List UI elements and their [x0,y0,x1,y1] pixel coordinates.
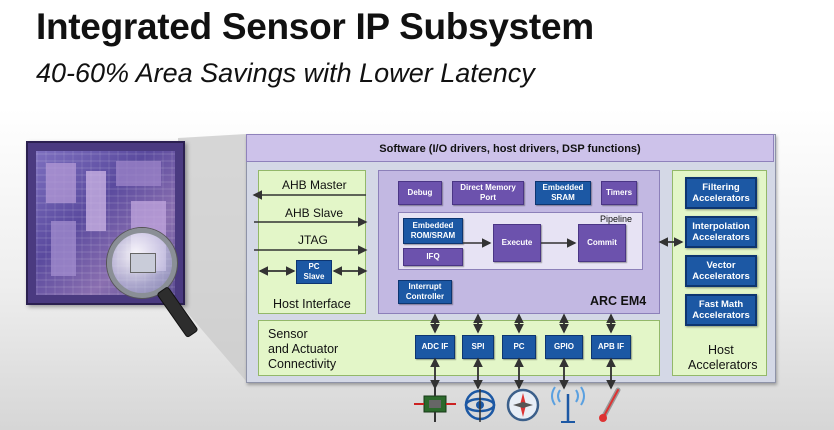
slide-title: Integrated Sensor IP Subsystem [36,6,594,47]
slide-subtitle: 40-60% Area Savings with Lower Latency [36,58,535,88]
circuit-sensor-icon [414,388,456,422]
debug-block: Debug [398,181,442,205]
direct-memory-port-block: Direct Memory Port [452,181,524,205]
spi-block: SPI [462,335,494,359]
pipeline-label: Pipeline [600,214,633,224]
apb-if-block: APB IF [591,335,631,359]
jtag-label: JTAG [298,233,328,247]
pc-slave-block: PC Slave [296,260,332,284]
host-interface-panel [258,170,366,314]
software-bar: Software (I/O drivers, host drivers, DSP… [246,134,774,162]
ahb-slave-label: AHB Slave [285,206,344,220]
gyroscope-icon [464,389,496,422]
embedded-rom-block: Embedded ROM/SRAM [403,218,463,244]
execute-block: Execute [493,224,541,262]
magnified-block [130,253,156,273]
adc-if-block: ADC IF [415,335,455,359]
sensor-icons-row [414,386,621,423]
commit-block: Commit [578,224,626,262]
host-interface-label: Host Interface [273,297,351,311]
ifq-block: IFQ [403,248,463,266]
interrupt-controller-block: Interrupt Controller [398,280,452,304]
interpolation-accelerators-block: Interpolation Accelerators [685,216,757,248]
sensor-label: Sensor [268,327,308,341]
fast-math-accelerators-block: Fast Math Accelerators [685,294,757,326]
ahb-master-label: AHB Master [282,178,347,192]
embedded-sram-block: Embedded SRAM [535,181,591,205]
antenna-icon [551,386,585,423]
thermometer-icon [599,387,621,422]
arc-em4-label: ARC EM4 [590,294,647,308]
timers-block: Timers [601,181,637,205]
accelerators-label: Accelerators [688,358,758,372]
connectivity-label: Connectivity [268,357,337,371]
vector-accelerators-block: Vector Accelerators [685,255,757,287]
host-label: Host [708,343,734,357]
actuator-label: and Actuator [268,342,339,356]
filtering-accelerators-block: Filtering Accelerators [685,177,757,209]
compass-icon [506,388,540,422]
